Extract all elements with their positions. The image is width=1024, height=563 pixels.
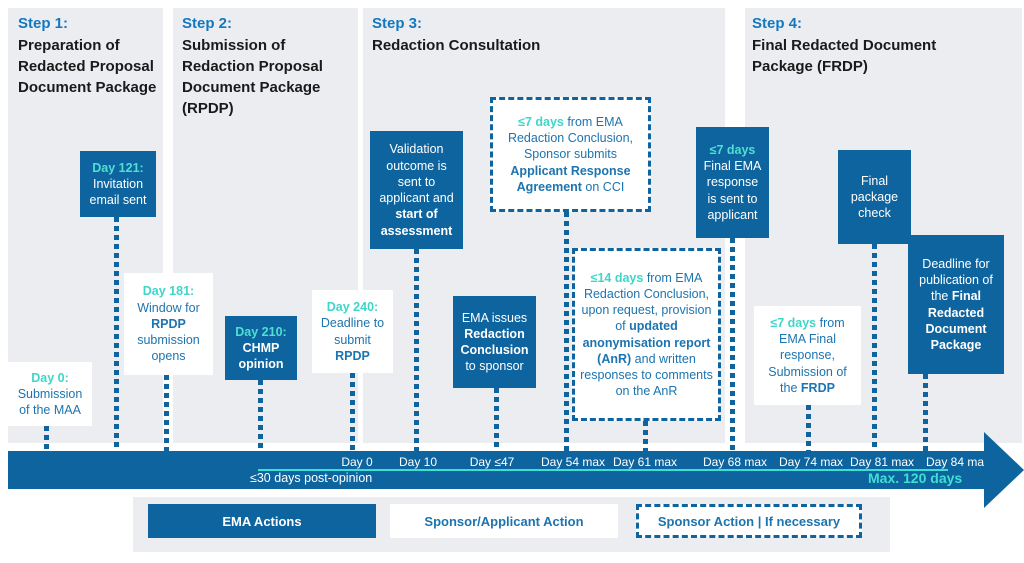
day210-day-label: Day 210:	[235, 324, 287, 339]
day181-text-post: submission opens	[137, 333, 200, 364]
frdp-submission-day-label: ≤7 days	[770, 315, 817, 330]
connector-package-check	[872, 244, 877, 455]
day240-text-bold: RPDP	[335, 348, 370, 363]
redaction-conclusion-bold: Redaction Conclusion	[460, 326, 529, 357]
cci-text-bold: Applicant Response Agreement	[510, 163, 631, 194]
cci-text-pre: from EMA Redaction Conclusion, Sponsor s…	[507, 114, 634, 162]
connector-frdp-submission	[806, 405, 811, 455]
connector-day0	[44, 426, 49, 455]
tick-day74: Day 74 max	[778, 455, 844, 469]
step2-header: Step 2: Submission of Redaction Proposal…	[182, 13, 352, 119]
tick-day68: Day 68 max	[702, 455, 768, 469]
step2-title: Submission of Redaction Proposal Documen…	[182, 37, 323, 117]
event-box-redaction-conclusion: EMA issues Redaction Conclusion to spons…	[453, 296, 536, 388]
event-box-day0: Day 0:Submission of the MAA	[8, 362, 92, 426]
day121-day-label: Day 121:	[92, 160, 144, 175]
cci-day-label: ≤7 days	[518, 114, 564, 129]
connector-day240	[350, 373, 355, 455]
day181-text-bold: RPDP	[151, 316, 186, 331]
redaction-conclusion-post: to sponsor	[465, 359, 524, 374]
legend-sponsor-action-label: Sponsor/Applicant Action	[424, 513, 584, 529]
day210-text-bold: CHMP opinion	[238, 340, 284, 372]
event-box-validation: Validation outcome is sent to applicant …	[370, 131, 463, 249]
max-120-days-label: Max. 120 days	[868, 470, 963, 486]
legend-sponsor-action-if-necessary-label: Sponsor Action | If necessary	[657, 513, 841, 529]
day240-day-label: Day 240:	[326, 300, 379, 314]
validation-text-bold: start of assessment	[380, 207, 453, 238]
day181-day-label: Day 181:	[142, 284, 195, 299]
cci-text-post: on CCI	[581, 179, 625, 194]
event-box-day181: Day 181:Window for RPDP submission opens	[124, 273, 213, 375]
tick-day61: Day 61 max	[612, 455, 678, 469]
event-box-publication: Deadline for publication of the Final Re…	[908, 235, 1004, 374]
connector-cci	[564, 212, 569, 455]
connector-redaction-conclusion	[494, 388, 499, 455]
publication-pre: Deadline for publication of the	[919, 256, 993, 304]
anr-text-pre: from EMA Redaction Conclusion, upon requ…	[581, 270, 712, 334]
final-response-text: Final EMA response is sent to applicant	[703, 159, 762, 222]
publication-bold: Final Redacted Document Package	[925, 289, 987, 352]
step4-label: Step 4:	[752, 15, 803, 32]
step3-label: Step 3:	[372, 15, 423, 32]
tick-day10: Day 10	[398, 455, 438, 469]
step1-title: Preparation of Redacted Proposal Documen…	[18, 37, 157, 96]
legend-ema-actions-label: EMA Actions	[222, 513, 302, 529]
legend-sponsor-action-if-necessary: Sponsor Action | If necessary	[636, 504, 862, 538]
day181-text-pre: Window for	[137, 300, 200, 315]
tick-day84: Day 84 max	[925, 455, 991, 469]
connector-day181	[164, 375, 169, 455]
event-box-day240: Day 240: Deadline to submit RPDP	[312, 290, 393, 373]
connector-anr	[643, 421, 648, 455]
frdp-submission-pre: from EMA Final response, Submission of t…	[768, 315, 847, 395]
legend-ema-actions: EMA Actions	[148, 504, 376, 538]
tick-day54: Day 54 max	[540, 455, 606, 469]
tick-day81: Day 81 max	[849, 455, 915, 469]
connector-day121	[114, 217, 119, 455]
event-box-day210: Day 210:CHMP opinion	[225, 316, 297, 380]
step1-label: Step 1:	[18, 15, 69, 32]
step1-header: Step 1: Preparation of Redacted Proposal…	[18, 13, 168, 98]
connector-validation	[414, 249, 419, 455]
package-check-text: Final package check	[850, 173, 899, 221]
validation-text-pre: Validation outcome is sent to applicant …	[379, 142, 454, 205]
anr-text-bold: updated anonymisation report (AnR)	[582, 319, 711, 366]
day0-day-label: Day 0:	[31, 370, 69, 385]
final-response-day-label: ≤7 days	[709, 142, 756, 157]
event-box-anr: ≤14 days from EMA Redaction Conclusion, …	[572, 248, 721, 421]
connector-final-response	[730, 238, 735, 455]
event-box-frdp-submission: ≤7 days from EMA Final response, Submiss…	[754, 306, 861, 405]
tick-day0: Day 0	[341, 455, 373, 469]
anr-day-label: ≤14 days	[590, 270, 644, 285]
step3-header: Step 3: Redaction Consultation	[372, 13, 632, 56]
step4-header: Step 4: Final Redacted Document Package …	[752, 13, 967, 77]
connector-day210	[258, 380, 263, 455]
redaction-conclusion-pre: EMA issues	[461, 310, 528, 325]
timeline-cyan-line	[258, 469, 948, 471]
step2-label: Step 2:	[182, 15, 233, 32]
anr-text-post: and written responses to comments on the…	[580, 351, 713, 399]
post-opinion-label: ≤30 days post-opinion	[250, 471, 373, 485]
day240-text-pre: Deadline to submit	[320, 316, 385, 347]
frdp-submission-bold: FRDP	[800, 380, 835, 395]
event-box-package-check: Final package check	[838, 150, 911, 244]
timeline-bar: Day 0 Day 10 Day ≤47 Day 54 max Day 61 m…	[8, 451, 990, 489]
step4-title: Final Redacted Document Package (FRDP)	[752, 37, 937, 75]
event-box-cci: ≤7 days from EMA Redaction Conclusion, S…	[490, 97, 651, 212]
connector-publication	[923, 374, 928, 455]
day121-text: Invitation email sent	[89, 176, 147, 208]
legend-sponsor-action: Sponsor/Applicant Action	[390, 504, 618, 538]
tick-day47: Day ≤47	[469, 455, 515, 469]
timeline-arrowhead	[984, 432, 1024, 508]
event-box-day121: Day 121:Invitation email sent	[80, 151, 156, 217]
step3-title: Redaction Consultation	[372, 37, 541, 54]
day0-text: Submission of the MAA	[17, 386, 83, 418]
